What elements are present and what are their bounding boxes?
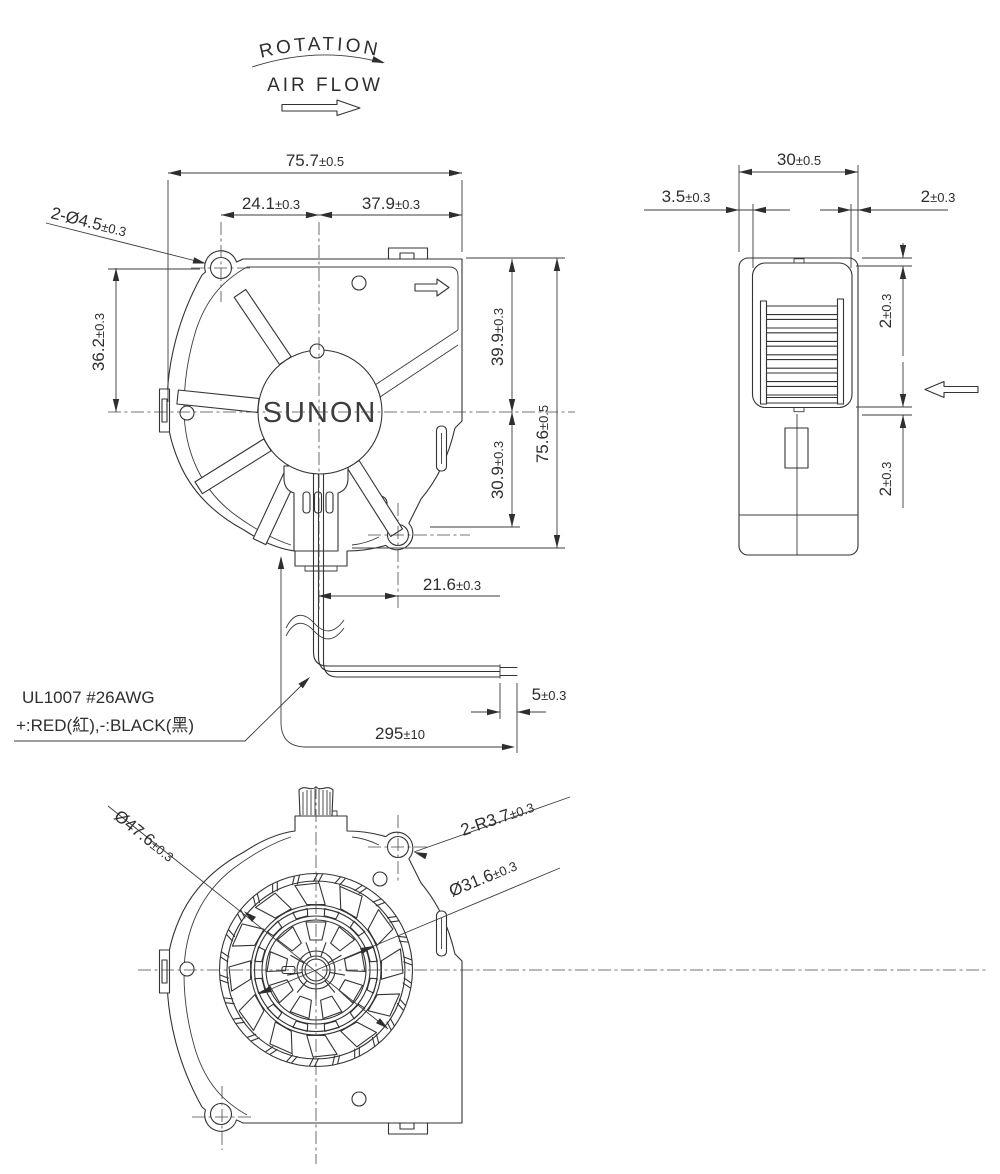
rotation-arc-icon	[251, 54, 384, 68]
dim-hole-height-label: 36.2±0.3	[89, 313, 108, 371]
dim-corner-radius-label: 2-R3.7±0.3	[458, 797, 536, 840]
airflow-label: AIR FLOW	[267, 75, 383, 96]
hub-notch	[309, 343, 325, 359]
inlet-recess	[751, 262, 853, 409]
dim-upper-lip-label: 2±0.3	[876, 294, 895, 329]
airflow-arrow-icon	[281, 99, 361, 117]
dim-inlet-offset-label: 3.5±0.3	[662, 187, 711, 206]
dim-impeller-outer-label: Ø47.6±0.3	[111, 806, 179, 865]
dim-center-to-right-label: 37.9±0.3	[362, 194, 420, 213]
dim-wire-offset-label: 21.6±0.3	[423, 575, 481, 594]
dim-lower-lip-label: 2±0.3	[876, 462, 895, 497]
dim-depth-label: 30±0.5	[777, 150, 821, 169]
dim-overall-width: 75.7±0.5	[167, 151, 463, 402]
front-centerlines	[108, 222, 575, 610]
dim-upper-height-label: 39.9±0.3	[488, 308, 507, 366]
dim-depth: 30±0.5	[738, 150, 859, 252]
dim-mount-holes-label: 2-Ø4.5±0.3	[49, 203, 129, 240]
label-recess	[784, 427, 809, 469]
dim-lower-height: 30.9±0.3	[430, 412, 520, 528]
dim-overall-height-label: 75.6±0.5	[533, 405, 552, 463]
dim-strip-label: 5±0.3	[532, 685, 567, 704]
dim-corner-radius: 2-R3.7±0.3	[412, 796, 571, 860]
impeller-slats	[759, 298, 845, 405]
dim-right-offset: 2±0.3	[820, 187, 955, 268]
wire-note-line1: UL1007 #26AWG	[22, 688, 155, 707]
wire-note: UL1007 #26AWG +:RED(紅),-:BLACK(黑)	[14, 674, 313, 742]
dim-wire-offset: 21.6±0.3	[318, 575, 500, 600]
dim-center-to-right: 37.9±0.3	[319, 194, 462, 219]
dim-mount-holes: 2-Ø4.5±0.3	[45, 203, 207, 267]
lead-wires	[285, 473, 518, 679]
dim-hole-to-center-label: 24.1±0.3	[242, 194, 300, 213]
dim-inlet-offset: 3.5±0.3	[644, 187, 790, 268]
wire-note-line2: +:RED(紅),-:BLACK(黑)	[16, 716, 194, 735]
dim-hole-height: 36.2±0.3	[89, 268, 200, 412]
dim-impeller-inner-label: Ø31.6±0.3	[446, 856, 519, 901]
wire-channel	[283, 465, 349, 552]
rotation-direction-arrow-icon	[414, 278, 450, 297]
dim-upper-height: 39.9±0.3	[466, 257, 565, 412]
top-annotation: ROTATION AIR FLOW	[251, 34, 386, 117]
bottom-view: Ø47.6±0.3 Ø31.6±0.3 2-R3.7±0.3	[107, 786, 988, 1164]
front-view: SUNON 75.7±0.5	[45, 151, 575, 679]
outlet-duct-lines	[247, 266, 459, 400]
wire-break-symbol	[285, 614, 345, 632]
side-view: 30±0.5 3.5±0.3 2±0.3 2±0.3 2±0.3	[644, 150, 979, 556]
brand-label: SUNON	[263, 397, 378, 429]
dim-wire-length: 295±10	[277, 556, 515, 751]
dim-upper-lip: 2±0.3	[856, 243, 912, 356]
dim-hole-to-center: 24.1±0.3	[221, 194, 462, 219]
wire-annotations: 5±0.3 295±10 UL1007 #26AWG +:RED(紅),-:BL…	[14, 556, 566, 753]
intake-arrow-icon	[924, 380, 979, 399]
dim-wire-length-label: 295±10	[375, 724, 425, 743]
dim-overall-height: 75.6±0.5	[352, 258, 565, 549]
dim-lower-lip: 2±0.3	[856, 362, 912, 508]
dim-lower-height-label: 30.9±0.3	[488, 441, 507, 499]
bottom-centerlines	[138, 786, 988, 1164]
dim-right-offset-label: 2±0.3	[921, 187, 956, 206]
dim-strip-length: 5±0.3	[471, 683, 566, 753]
dim-overall-width-label: 75.7±0.5	[286, 151, 344, 170]
